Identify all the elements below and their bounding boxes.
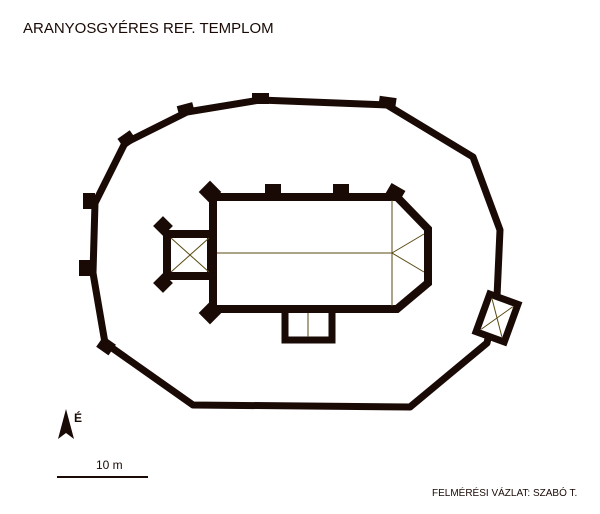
page-title: ARANYOSGYÉRES REF. TEMPLOM bbox=[23, 20, 274, 37]
church bbox=[153, 180, 432, 344]
scale-label: 10 m bbox=[96, 458, 123, 472]
credit-text: FELMÉRÉSI VÁZLAT: SZABÓ T. bbox=[432, 488, 578, 499]
gate-tower bbox=[471, 289, 523, 347]
north-arrow-icon bbox=[58, 409, 74, 439]
wall-buttresses bbox=[79, 93, 397, 356]
north-label: É bbox=[74, 411, 83, 425]
